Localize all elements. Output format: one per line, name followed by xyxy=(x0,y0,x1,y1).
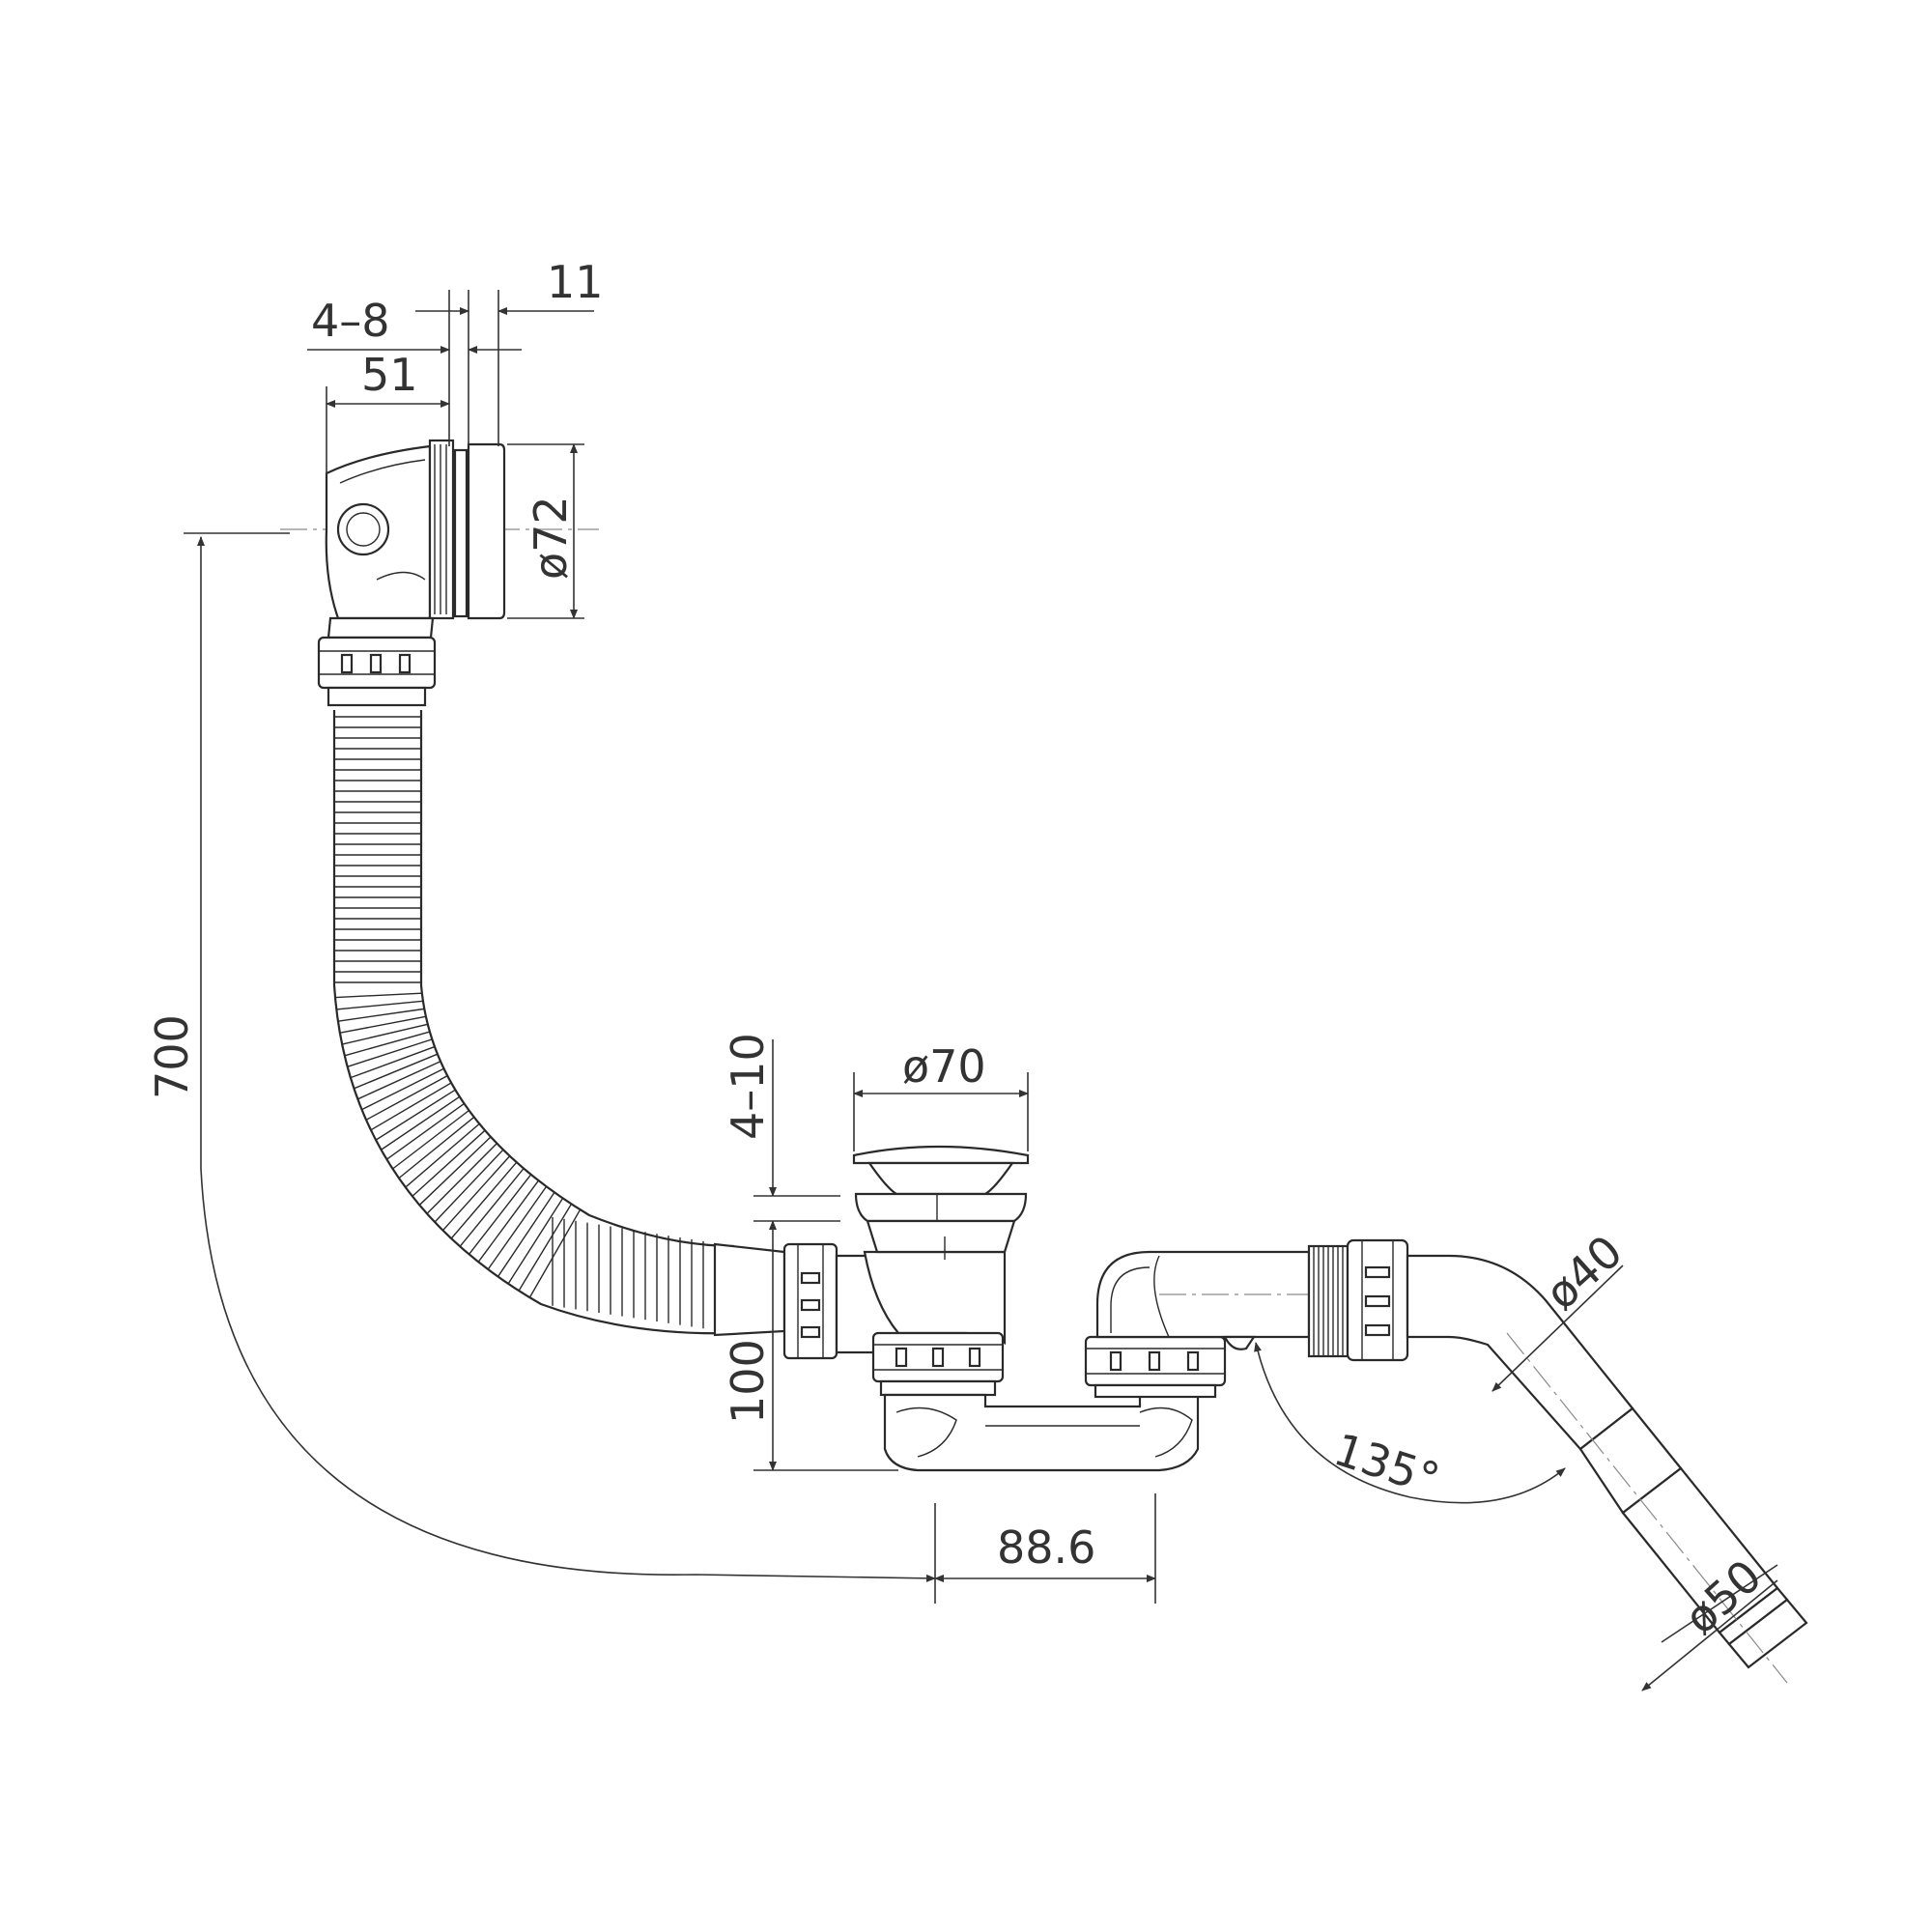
trap-connector xyxy=(883,1393,1200,1472)
dim-cap-depth: 11 xyxy=(547,256,604,308)
dim-waste-flange-range: 4–10 xyxy=(722,1033,774,1140)
dim-flange-range: 4–8 xyxy=(311,295,390,347)
dim-outlet-angle: 135° xyxy=(1328,1423,1446,1506)
dim-waste-plug-diameter: ø70 xyxy=(902,1040,986,1093)
waste-body xyxy=(782,1145,1030,1397)
dimension-lines xyxy=(184,290,1778,1691)
dim-waste-height: 100 xyxy=(722,1339,774,1424)
dim-hose-length: 700 xyxy=(146,1014,198,1099)
dim-outlet-spacing: 88.6 xyxy=(997,1521,1095,1574)
dim-overflow-diameter: ø72 xyxy=(525,496,577,580)
dim-overflow-depth: 51 xyxy=(361,349,418,401)
corrugated-hose xyxy=(332,710,786,1337)
